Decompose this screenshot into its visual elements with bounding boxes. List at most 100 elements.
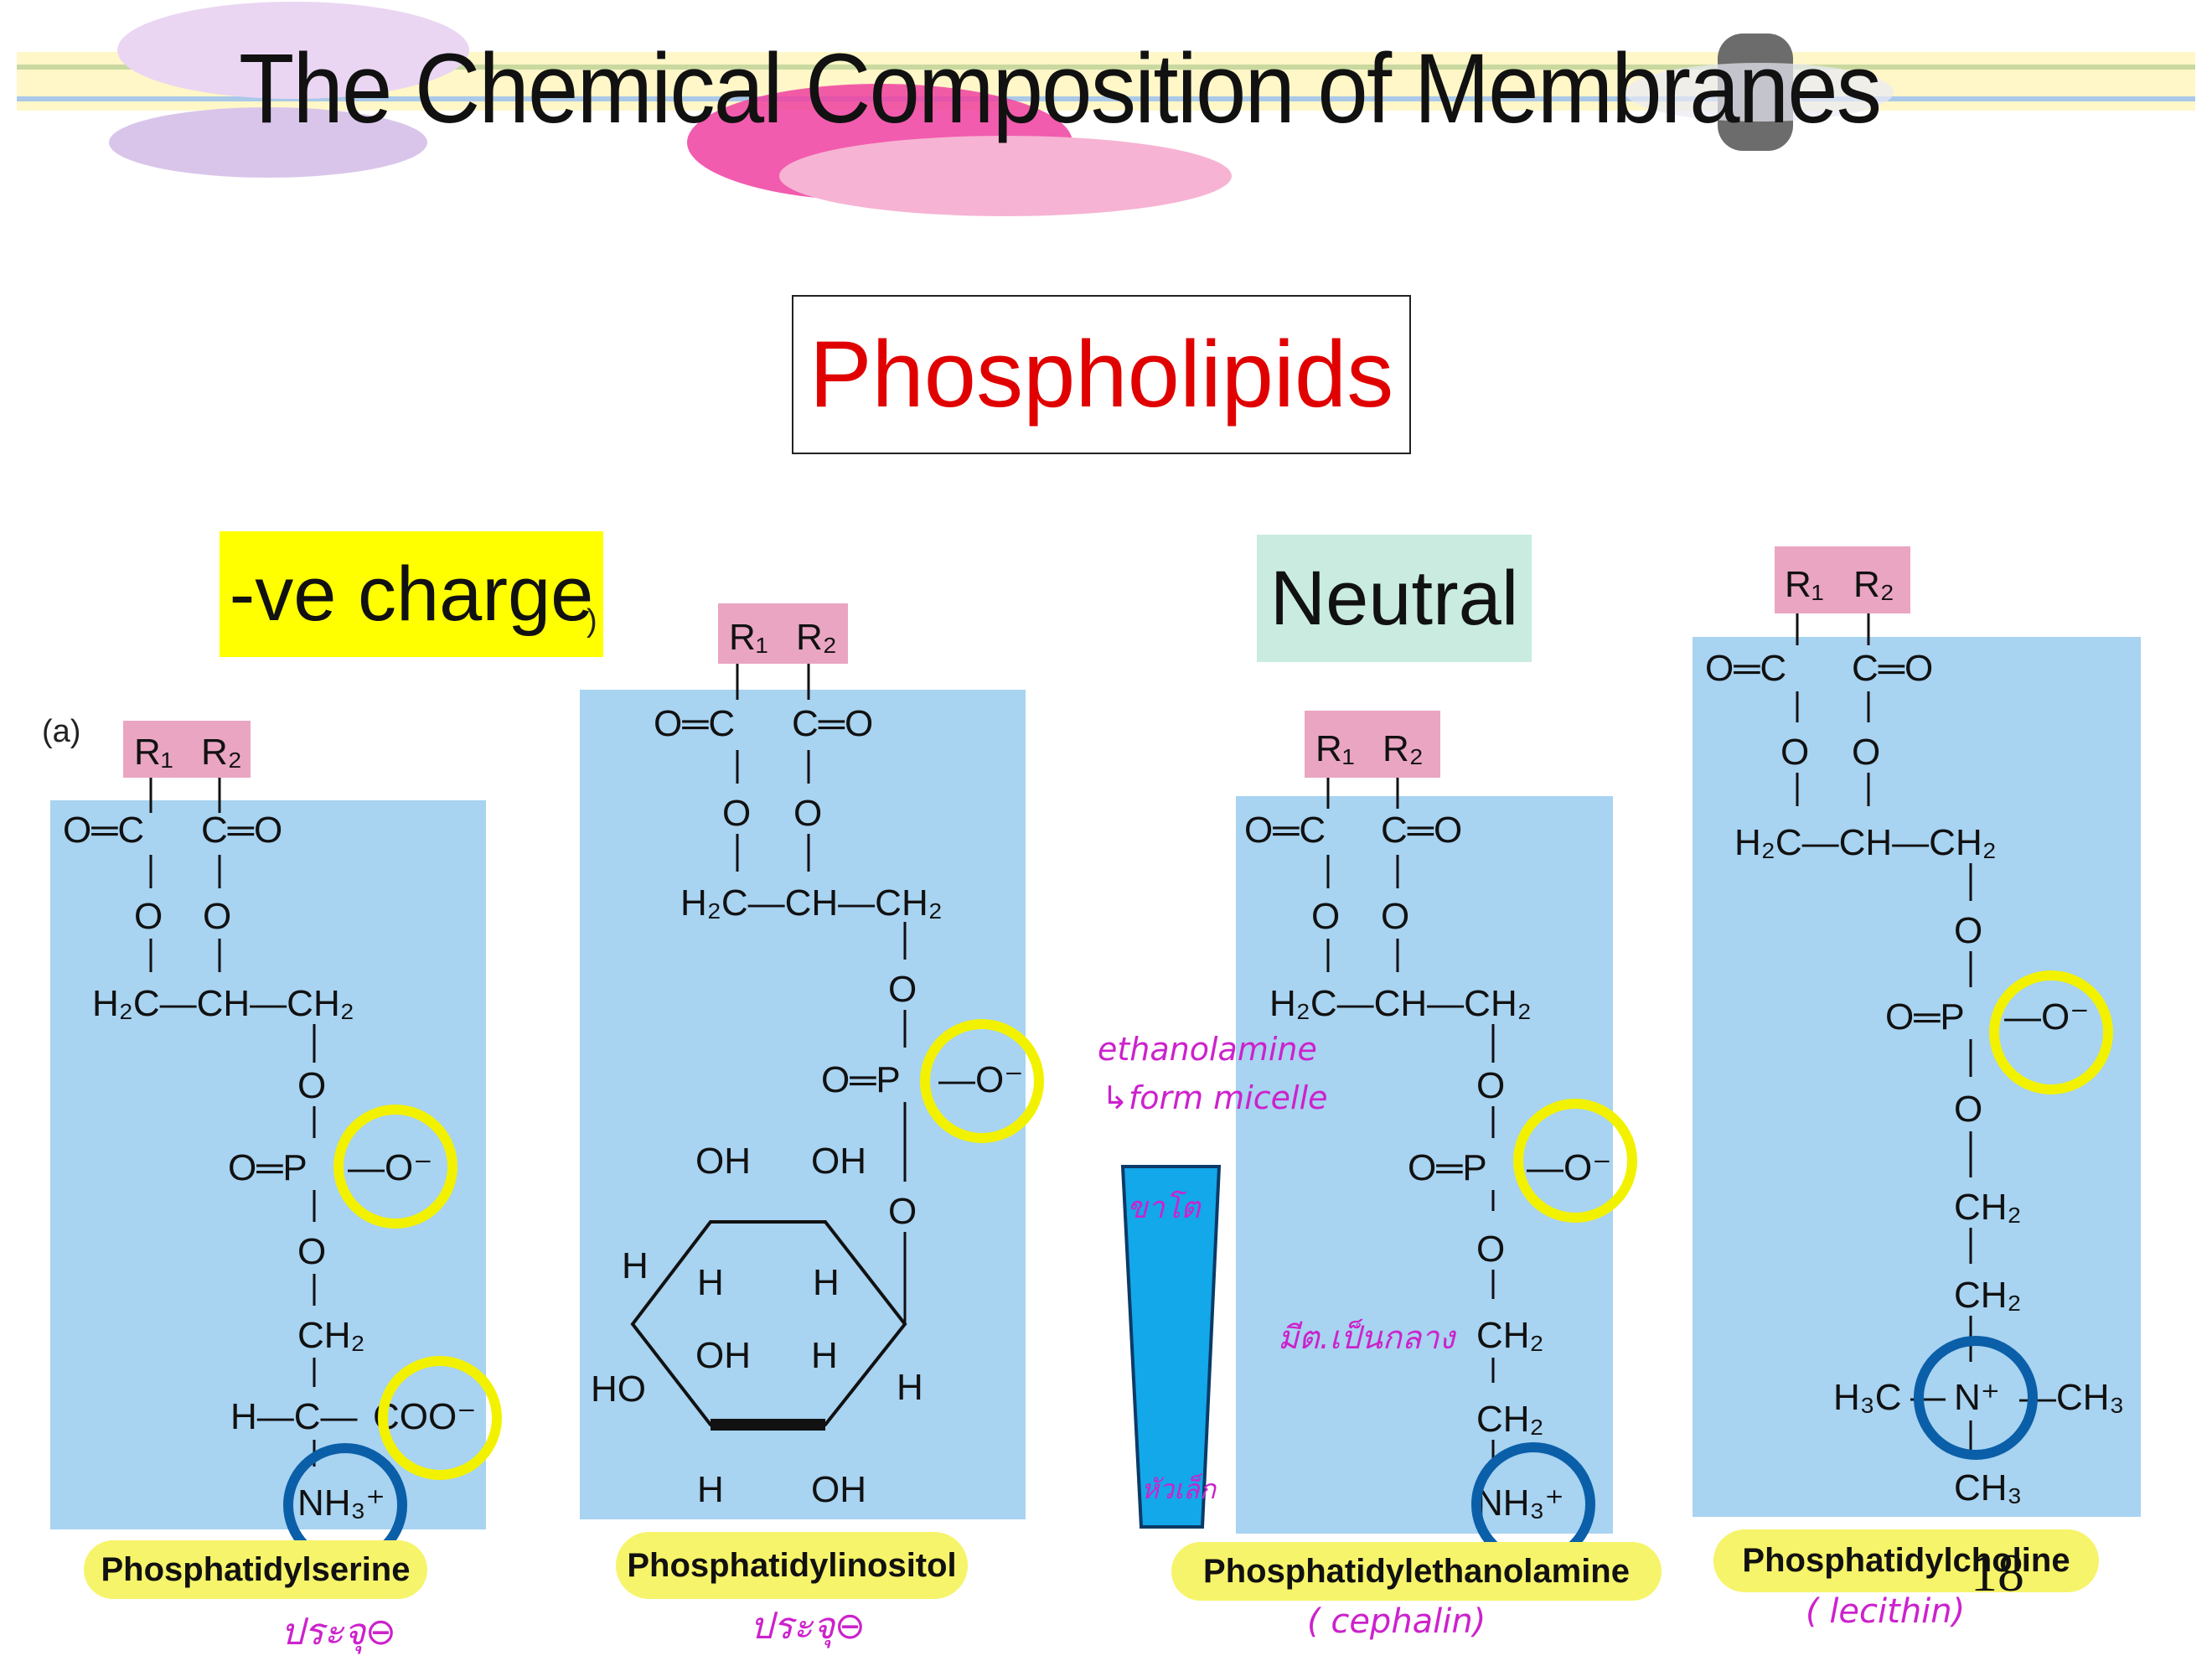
svg-text:O═C: O═C [654,703,735,744]
phosphatidylinositol-label: Phosphatidylinositol [616,1532,968,1599]
svg-text:H: H [697,1262,724,1303]
micelle-note: ↳form micelle [1102,1079,1328,1116]
svg-text:O═C: O═C [63,810,144,851]
svg-text:O: O [1381,896,1409,937]
phosphate-charge-circle [1989,970,2113,1094]
svg-text:H₂C—CH—CH₂: H₂C—CH—CH₂ [680,882,943,924]
ethanolamine-note: ethanolamine [1098,1031,1317,1068]
phospholipids-heading: Phospholipids [792,295,1411,454]
cephalin-note: ( cephalin) [1307,1602,1486,1641]
svg-text:O: O [1311,896,1340,937]
svg-text:R₁: R₁ [729,617,768,658]
panel-label-b: ) [587,603,597,639]
svg-text:H: H [813,1262,840,1303]
svg-text:R₁: R₁ [1785,564,1824,605]
svg-text:CH₂: CH₂ [297,1315,365,1356]
svg-text:H₂C—CH—CH₂: H₂C—CH—CH₂ [1269,983,1532,1024]
svg-text:O: O [793,793,822,834]
lecithin-note: ( lecithin) [1806,1592,1966,1631]
svg-text:H: H [897,1367,923,1408]
svg-text:O: O [1476,1229,1505,1270]
page-number: 18 [1971,1543,2024,1602]
svg-text:C═O: C═O [1381,810,1462,851]
svg-text:NH₃⁺: NH₃⁺ [297,1482,385,1524]
ammonium-charge-circle [1914,1336,2038,1460]
svg-text:R₂: R₂ [1853,564,1894,605]
svg-text:O═C: O═C [1244,810,1326,851]
svg-text:C═O: C═O [792,703,873,744]
svg-text:R₂: R₂ [796,617,837,658]
svg-text:O: O [888,969,917,1010]
ethanolamine-structure: R₁ R₂ O═C C═O O O H₂C—CH—CH₂ O O═P —O⁻ O… [1244,711,1637,1566]
svg-text:O: O [1476,1065,1505,1106]
svg-text:N⁺: N⁺ [1954,1377,2000,1418]
ethanolamine-panel [1236,796,1613,1534]
svg-text:HO: HO [591,1369,646,1410]
svg-text:C═O: C═O [1852,648,1933,689]
svg-text:O: O [297,1065,326,1106]
svg-text:R₁: R₁ [1315,728,1355,769]
neutral-handwritten-note: มีต.เป็นกลาง [1278,1319,1455,1356]
svg-text:H₂C—CH—CH₂: H₂C—CH—CH₂ [1734,822,1997,863]
svg-text:COO⁻: COO⁻ [373,1396,476,1437]
svg-text:O: O [1954,910,1982,951]
phosphate-charge-circle [333,1105,457,1229]
svg-text:O═P: O═P [228,1147,308,1188]
svg-text:O═P: O═P [821,1059,901,1100]
inositol-charge-note: ประจุ⊖ [750,1605,866,1648]
svg-text:CH₂: CH₂ [1476,1315,1544,1356]
svg-text:O: O [134,896,163,937]
negative-charge-tag: -ve charge [220,531,603,657]
svg-text:H: H [811,1335,838,1376]
phosphatidylserine-label: Phosphatidylserine [84,1540,427,1599]
svg-text:H₃C: H₃C [1833,1377,1901,1418]
svg-text:OH: OH [811,1141,866,1182]
r2-label: R₂ [201,732,242,773]
svg-text:R₂: R₂ [1382,728,1424,769]
phosphatidylethanolamine-label: Phosphatidylethanolamine [1171,1542,1662,1601]
svg-text:CH₂: CH₂ [1476,1399,1544,1440]
svg-text:O: O [297,1231,326,1272]
inositol-structure: R₁ R₂ O═C C═O O O H₂C—CH—CH₂ O O═P —O⁻ O… [591,603,1044,1510]
svg-text:CH₂: CH₂ [1954,1275,2022,1316]
r1-label: R₁ [134,732,173,773]
svg-text:H—C—: H—C— [230,1396,358,1437]
svg-text:NH₃⁺: NH₃⁺ [1476,1482,1564,1524]
panel-label-a: (a) [42,714,81,749]
phosphatidylcholine-label: Phosphatidylcholine [1713,1529,2099,1592]
svg-text:CH₂: CH₂ [1954,1187,2022,1228]
svg-text:H: H [622,1245,649,1286]
svg-text:O═C: O═C [1705,648,1786,689]
svg-text:O: O [1852,732,1880,773]
svg-text:H: H [697,1469,724,1510]
slide-title: The Chemical Composition of Membranes [239,34,1882,144]
tail-label: ขาโต [1127,1191,1201,1225]
membrane-banner [17,2,2195,216]
carboxyl-charge-circle [378,1356,502,1480]
neutral-tag: Neutral [1257,535,1532,662]
svg-text:O: O [1780,732,1809,773]
cone-shape-illustration [1120,1165,1222,1529]
serine-panel [50,800,486,1529]
svg-text:OH: OH [695,1335,751,1376]
inositol-panel [580,690,1026,1519]
svg-text:O: O [888,1191,917,1232]
svg-text:OH: OH [811,1469,866,1510]
serine-charge-note: ประจุ⊖ [281,1611,396,1653]
svg-text:O═P: O═P [1408,1147,1487,1188]
svg-text:O: O [203,896,231,937]
choline-structure: R₁ R₂ O═C C═O O O H₂C—CH—CH₂ O O═P —O⁻ O… [1705,546,2124,1508]
svg-text:H₂C—CH—CH₂: H₂C—CH—CH₂ [92,983,354,1024]
svg-text:C═O: C═O [201,810,282,851]
phosphate-charge-circle [920,1019,1044,1143]
choline-panel [1693,637,2141,1517]
svg-text:O: O [1954,1089,1982,1130]
svg-text:—O⁻: —O⁻ [2004,996,2089,1037]
svg-text:—O⁻: —O⁻ [1527,1147,1611,1188]
phosphate-charge-circle [1513,1099,1637,1223]
serine-structure: R₁ R₂ O═C C═O O O H₂C—CH—CH₂ O O═P —O⁻ O… [63,721,502,1567]
svg-text:O═P: O═P [1885,996,1965,1037]
svg-text:—O⁻: —O⁻ [938,1059,1023,1100]
